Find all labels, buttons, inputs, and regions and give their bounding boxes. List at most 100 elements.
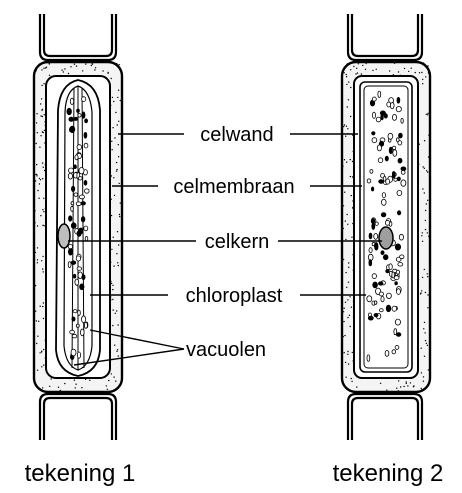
wall-stipple-dot (426, 203, 427, 204)
wall-stipple-dot (44, 225, 45, 226)
wall-stipple-dot (343, 321, 344, 322)
chloroplast-granule (369, 233, 372, 239)
wall-stipple-dot (423, 166, 424, 167)
wall-stipple-dot (40, 306, 41, 307)
wall-stipple-dot (110, 105, 111, 106)
wall-stipple-dot (58, 387, 59, 388)
wall-stipple-dot (117, 349, 118, 350)
wall-stipple-dot (352, 200, 353, 201)
wall-stipple-dot (408, 71, 409, 72)
wall-stipple-dot (45, 323, 46, 324)
chloroplast-granule (84, 132, 87, 138)
wall-stipple-dot (356, 386, 357, 387)
chloroplast-granule (392, 146, 395, 149)
wall-stipple-dot (428, 156, 429, 157)
wall-stipple-dot (116, 310, 117, 311)
wall-stipple-dot (117, 97, 118, 98)
wall-stipple-dot (426, 114, 427, 115)
chloroplast-granule (401, 171, 405, 175)
wall-stipple-dot (352, 176, 353, 177)
wall-stipple-dot (350, 69, 351, 70)
wall-stipple-dot (372, 70, 373, 71)
chloroplast-granule (386, 293, 391, 298)
wall-stipple-dot (44, 170, 45, 171)
wall-stipple-dot (43, 364, 44, 365)
chloroplast-granule (394, 276, 399, 280)
wall-stipple-dot (40, 179, 41, 180)
chloroplast-granule (397, 211, 400, 215)
wall-stipple-dot (58, 377, 59, 378)
chloroplast-granule (77, 109, 80, 112)
wall-stipple-dot (427, 65, 428, 66)
chloroplast-granule (386, 305, 391, 312)
wall-stipple-dot (428, 369, 429, 370)
wall-stipple-dot (36, 143, 37, 144)
wall-stipple-dot (43, 132, 44, 133)
chloroplast-granule (77, 267, 82, 270)
wall-stipple-dot (41, 69, 42, 70)
wall-stipple-dot (427, 273, 428, 274)
wall-stipple-dot (43, 83, 44, 84)
wall-stipple-dot (89, 380, 90, 381)
wall-stipple-dot (410, 382, 411, 383)
wall-stipple-dot (345, 239, 346, 240)
wall-stipple-dot (352, 254, 353, 255)
chloroplast-granule (399, 234, 403, 240)
wall-stipple-dot (38, 198, 39, 199)
chloroplast-granule (370, 170, 373, 174)
chloroplast-granule (376, 117, 381, 122)
wall-stipple-dot (45, 340, 46, 341)
wall-stipple-dot (116, 63, 117, 64)
wall-stipple-dot (418, 163, 419, 164)
chloroplast-granule (392, 171, 395, 178)
wall-stipple-dot (68, 73, 69, 74)
wall-stipple-dot (428, 72, 429, 73)
chloroplast-granule (373, 282, 378, 288)
wall-stipple-dot (427, 345, 428, 346)
chloroplast-granule (80, 284, 84, 290)
wall-stipple-dot (353, 360, 354, 361)
wall-stipple-dot (350, 116, 351, 117)
wall-stipple-dot (117, 231, 118, 232)
chloroplast-granule (82, 112, 85, 118)
chloroplast-granule (70, 98, 73, 104)
wall-stipple-dot (37, 259, 38, 260)
wall-stipple-dot (112, 289, 113, 290)
wall-stipple-dot (40, 215, 41, 216)
wall-stipple-dot (106, 385, 107, 386)
wall-stipple-dot (421, 388, 422, 389)
wall-stipple-dot (92, 63, 93, 64)
chloroplast-granule (85, 119, 88, 123)
wall-stipple-dot (422, 79, 423, 80)
wall-stipple-dot (64, 383, 65, 384)
wall-stipple-dot (112, 97, 113, 98)
chloroplast-granule (389, 264, 392, 270)
chloroplast-granule (76, 324, 79, 327)
chloroplast-granule (371, 219, 374, 224)
chloroplast-granule (82, 97, 86, 102)
chloroplast-granule (71, 186, 74, 191)
wall-stipple-dot (347, 128, 348, 129)
chloroplast-granule (69, 168, 74, 173)
chloroplast-granule (78, 177, 82, 180)
wall-stipple-dot (403, 386, 404, 387)
wall-stipple-dot (116, 170, 117, 171)
wall-stipple-dot (346, 126, 347, 127)
wall-stipple-dot (421, 63, 422, 64)
wall-stipple-dot (421, 372, 422, 373)
wall-stipple-dot (350, 176, 351, 177)
wall-stipple-dot (343, 259, 344, 260)
wall-stipple-dot (394, 63, 395, 64)
wall-stipple-dot (424, 322, 425, 323)
caption-drawing-2: tekening 2 (333, 460, 444, 487)
wall-stipple-dot (427, 307, 428, 308)
wall-stipple-dot (424, 140, 425, 141)
chloroplast-granule (78, 310, 81, 315)
wall-stipple-dot (425, 229, 426, 230)
wall-stipple-dot (75, 387, 76, 388)
chloroplast-granule (369, 260, 372, 266)
drawing-2 (342, 14, 430, 440)
wall-stipple-dot (118, 244, 119, 245)
label-chloroplast: chloroplast (186, 285, 283, 307)
wall-stipple-dot (351, 307, 352, 308)
